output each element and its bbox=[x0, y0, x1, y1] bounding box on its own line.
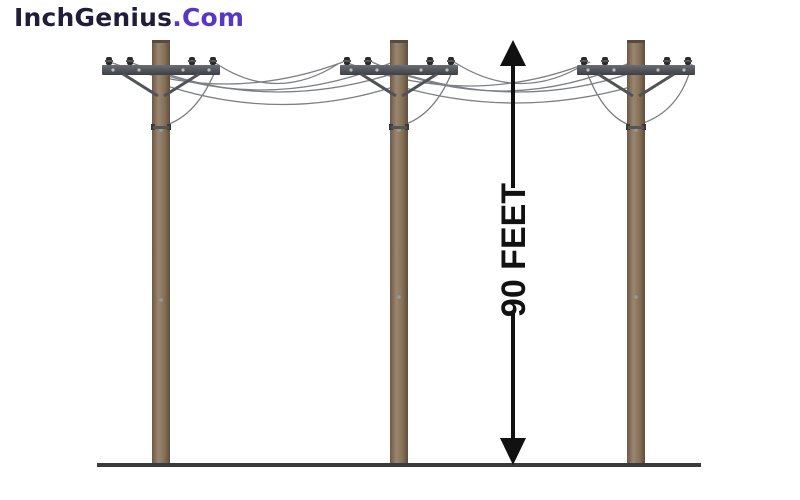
utility-pole-3 bbox=[575, 40, 697, 465]
utility-pole-2 bbox=[338, 40, 460, 465]
brand-name: InchGenius bbox=[14, 3, 173, 32]
height-arrow bbox=[500, 40, 526, 465]
utility-pole-1 bbox=[100, 40, 222, 465]
brand-domain: .Com bbox=[172, 3, 245, 32]
brand-logo[interactable]: InchGenius.Com bbox=[14, 3, 244, 33]
ground-line bbox=[97, 463, 701, 467]
height-label: 90 FEET bbox=[495, 183, 533, 317]
arrow-down-icon bbox=[500, 438, 526, 465]
arrow-up-icon bbox=[500, 40, 526, 66]
